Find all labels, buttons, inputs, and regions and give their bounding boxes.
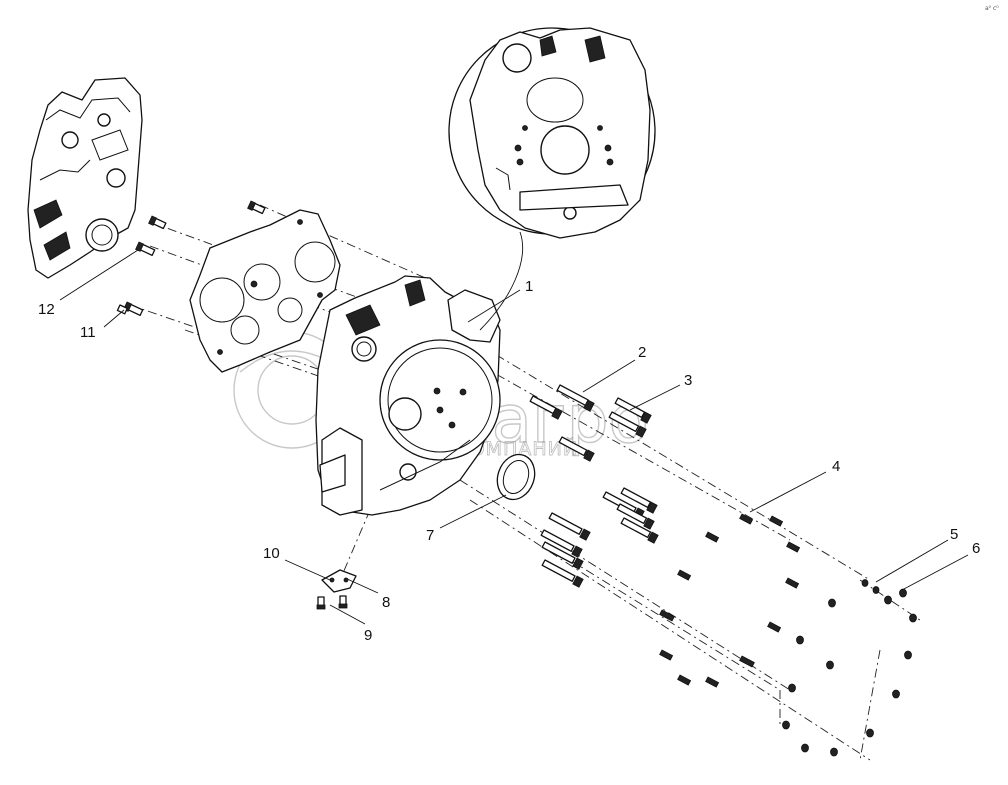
corner-mark: a⁰ c⁰: [985, 5, 999, 12]
bolt-icon: [247, 200, 266, 215]
callout-10: 10: [263, 545, 280, 562]
nut-icon: [892, 689, 900, 699]
callout-3: 3: [684, 372, 692, 389]
bolt-icon: [608, 411, 647, 438]
bolt-icon: [148, 215, 167, 230]
bolt-icon: [529, 395, 563, 420]
nut-icon: [782, 720, 790, 730]
nut-icon: [904, 650, 912, 660]
stud-icon: [786, 541, 801, 553]
nut-icon: [828, 598, 836, 608]
stud-icon: [739, 513, 754, 525]
flywheel-housing: [315, 275, 501, 516]
stud-icon: [659, 649, 674, 661]
nut-icon: [830, 747, 838, 757]
stud-icon: [739, 655, 755, 668]
stud-icon: [677, 569, 692, 581]
washer-icon: [872, 586, 880, 594]
callout-9: 9: [364, 627, 372, 644]
callout-7: 7: [426, 527, 434, 544]
stud-icon: [659, 609, 675, 622]
callout-2: 2: [638, 344, 646, 361]
stud-icon: [705, 531, 720, 543]
gasket-plate: [189, 209, 341, 373]
bolt-icon: [541, 541, 584, 570]
callout-1: 1: [525, 278, 533, 295]
bolt-icon: [541, 559, 584, 588]
leader-lines: [59, 249, 969, 625]
bolt-icon: [135, 241, 156, 257]
callout-6: 6: [972, 540, 980, 557]
stud-icon: [767, 621, 782, 633]
callout-12: 12: [38, 301, 55, 318]
nut-icon: [866, 728, 874, 738]
bolt-icon: [548, 512, 591, 541]
nut-icon: [796, 635, 804, 645]
nut-icon: [909, 613, 917, 623]
callout-11: 11: [80, 324, 96, 341]
callout-4: 4: [832, 458, 840, 475]
nut-icon: [788, 683, 796, 693]
nut-icon: [826, 660, 834, 670]
nut-icon: [801, 743, 809, 753]
bolt-icon: [556, 384, 595, 412]
stud-icon: [705, 676, 720, 688]
callout-labels: 1 2 3 4 5 6 7 8 9 10 11 12: [38, 278, 980, 644]
stud-icon: [769, 515, 784, 527]
callout-8: 8: [382, 594, 390, 611]
timing-cover: [27, 77, 143, 279]
stud-icon: [677, 674, 692, 686]
nut-icon: [899, 588, 907, 598]
callout-5: 5: [950, 526, 958, 543]
bolt-icon: [338, 595, 348, 609]
bolt-icon: [540, 529, 583, 558]
nut-icon: [884, 595, 892, 605]
bolt-icon: [614, 397, 652, 424]
washer-icon: [861, 579, 869, 587]
bolt-icon: [620, 487, 658, 514]
bolt-icon: [620, 517, 659, 544]
fasteners: [116, 200, 917, 757]
bolt-icon: [316, 596, 326, 610]
detail-magnifier: [448, 27, 656, 331]
rear-seal: [496, 453, 536, 501]
stud-icon: [785, 577, 800, 589]
bolt-icon: [558, 436, 595, 462]
bolt-icon: [616, 503, 655, 530]
